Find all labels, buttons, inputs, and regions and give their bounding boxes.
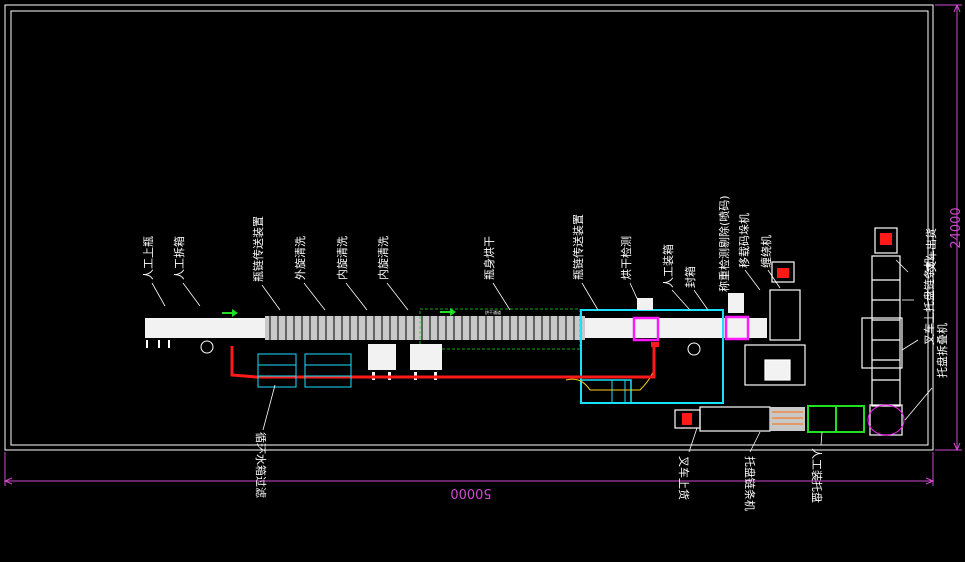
label-inner-rinse-2: 内旋清洗 — [376, 236, 390, 280]
washing-tanks — [368, 344, 442, 380]
label-transfer-palletizer: 移载码垛机 — [737, 213, 751, 268]
label-forklift-load: 叉车上货 — [677, 456, 691, 500]
label-forklift-pallet-chain: 叉车上托盘链条机 — [922, 257, 936, 345]
label-weigh-reject: 称重检测剔除(喷码) — [717, 195, 731, 292]
label-pallet-destacker: 托盘拆叠机 — [935, 323, 949, 378]
label-box-sealing: 封箱 — [683, 266, 697, 288]
label-manual-palletizing: 人工装托盘 — [810, 448, 824, 503]
label-outer-rinse: 外旋清洗 — [293, 236, 307, 280]
water-pipe — [230, 345, 656, 379]
label-bottle-chain-2: 瓶链传送装置 — [571, 214, 585, 280]
dimension-lines — [3, 3, 962, 486]
leader-lines — [151, 259, 933, 453]
label-inner-rinse-1: 内旋清洗 — [335, 236, 349, 280]
palletizer — [744, 261, 903, 386]
pallet-chain-conveyor — [871, 227, 901, 407]
checkpoints — [632, 315, 750, 342]
label-wrapper: 缠绕机 — [759, 235, 773, 268]
water-tanks — [257, 353, 352, 388]
label-manual-unboxing: 人工拆箱 — [172, 236, 186, 280]
dimension-width: 50000 — [450, 485, 491, 500]
label-dry-inspection: 烘干检测 — [619, 236, 633, 280]
outer-frame — [4, 4, 934, 451]
flow-arrows — [222, 308, 456, 317]
main-conveyor — [145, 316, 767, 348]
pipe-end — [651, 342, 659, 347]
packing-table — [580, 379, 632, 404]
inner-frame — [10, 10, 929, 446]
label-bottle-drying: 瓶身烘干 — [482, 236, 496, 280]
label-pallet-chain: 托盘链条机 — [743, 456, 757, 511]
dimension-height: 24000 — [949, 207, 964, 248]
valves — [200, 340, 701, 356]
label-forklift-out: 叉车出货 — [924, 228, 938, 272]
label-manual-boxing: 人工装箱 — [661, 244, 675, 288]
drying-tunnel-label: 烘干通道 — [485, 309, 501, 315]
label-bottle-chain-1: 瓶链传送装置 — [251, 216, 265, 282]
label-water-tank-filter: 循环水箱过滤 — [254, 432, 268, 498]
bottom-conveyor — [674, 404, 905, 436]
label-manual-bottle-loading: 人工上瓶 — [141, 236, 155, 280]
